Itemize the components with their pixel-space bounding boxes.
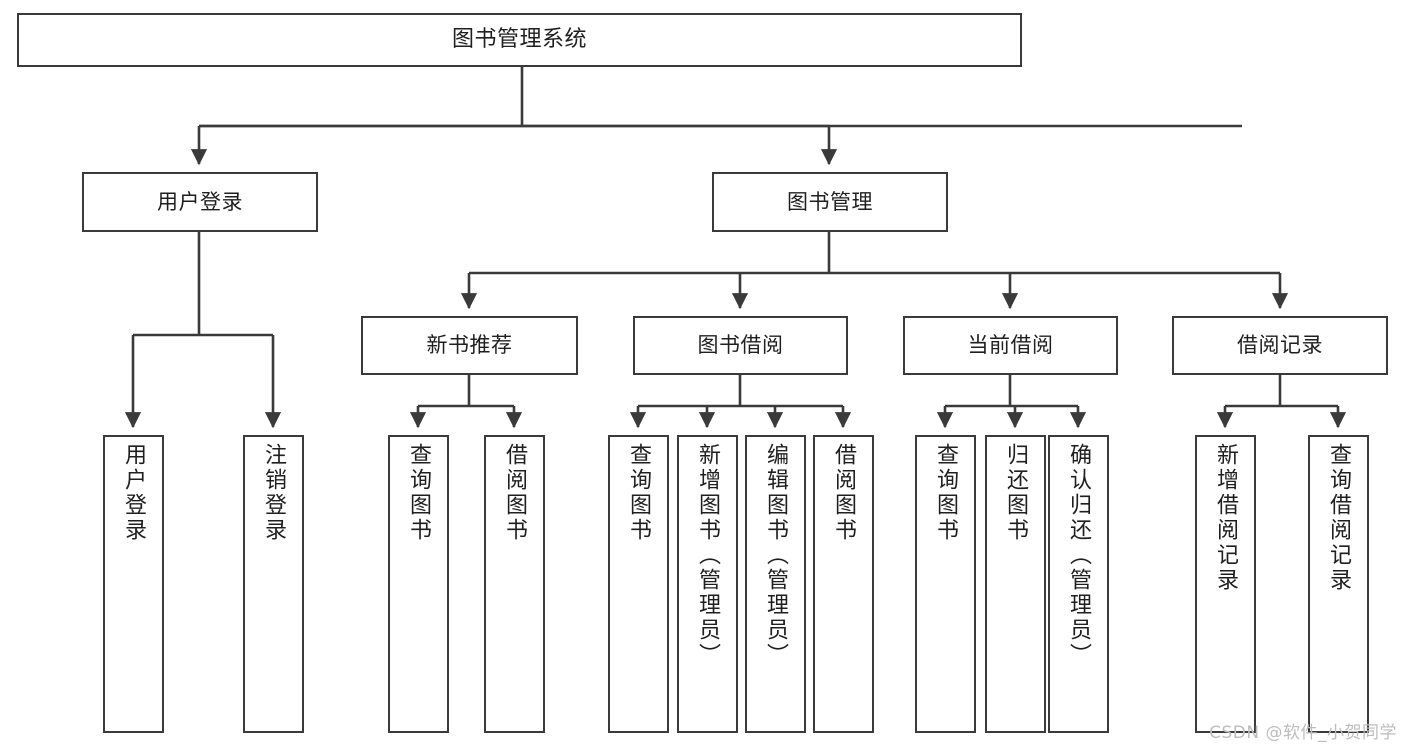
node-label: 查询图书 xyxy=(406,443,432,543)
node-book-borrow[interactable]: 图书借阅 xyxy=(633,316,848,375)
node-label: 注销登录 xyxy=(261,443,287,543)
node-borrow-record[interactable]: 借阅记录 xyxy=(1172,316,1388,375)
node-new-book-recommend[interactable]: 新书推荐 xyxy=(361,316,578,375)
node-leaf-return-book[interactable]: 归还图书 xyxy=(985,435,1046,733)
node-label: 图书管理 xyxy=(787,189,873,214)
node-label: 确认归还（管理员） xyxy=(1066,443,1092,668)
node-label: 新增借阅记录 xyxy=(1213,443,1239,593)
node-label: 编辑图书（管理员） xyxy=(763,443,789,668)
node-label: 新书推荐 xyxy=(426,333,513,358)
node-user-login[interactable]: 用户登录 xyxy=(82,172,318,232)
node-root-system[interactable]: 图书管理系统 xyxy=(17,13,1022,67)
node-label: 新增图书（管理员） xyxy=(695,443,721,668)
node-label: 归还图书 xyxy=(1003,443,1029,543)
node-leaf-edit-book-admin[interactable]: 编辑图书（管理员） xyxy=(745,435,806,733)
node-leaf-logout[interactable]: 注销登录 xyxy=(243,435,304,733)
node-label: 当前借阅 xyxy=(967,333,1054,358)
watermark: CSDN @软件_小贺同学 xyxy=(1209,723,1397,743)
node-label: 图书借阅 xyxy=(697,333,784,358)
node-label: 查询借阅记录 xyxy=(1326,443,1352,593)
node-label: 借阅图书 xyxy=(502,443,528,543)
node-label: 查询图书 xyxy=(626,443,652,543)
node-leaf-query-book-1[interactable]: 查询图书 xyxy=(388,435,449,733)
node-leaf-add-book-admin[interactable]: 新增图书（管理员） xyxy=(677,435,738,733)
node-label: 借阅图书 xyxy=(831,443,857,543)
node-leaf-confirm-return-admin[interactable]: 确认归还（管理员） xyxy=(1048,435,1109,733)
node-label: 用户登录 xyxy=(121,443,147,543)
node-leaf-query-book-3[interactable]: 查询图书 xyxy=(915,435,976,733)
node-current-borrow[interactable]: 当前借阅 xyxy=(903,316,1118,375)
node-label: 查询图书 xyxy=(933,443,959,543)
node-leaf-borrow-book-2[interactable]: 借阅图书 xyxy=(813,435,874,733)
node-leaf-query-borrow-record[interactable]: 查询借阅记录 xyxy=(1308,435,1369,733)
node-label: 图书管理系统 xyxy=(451,27,587,53)
node-label: 用户登录 xyxy=(157,189,243,214)
node-book-manage[interactable]: 图书管理 xyxy=(712,172,948,232)
node-leaf-query-book-2[interactable]: 查询图书 xyxy=(608,435,669,733)
node-leaf-user-login[interactable]: 用户登录 xyxy=(103,435,164,733)
node-leaf-borrow-book-1[interactable]: 借阅图书 xyxy=(484,435,545,733)
node-leaf-add-borrow-record[interactable]: 新增借阅记录 xyxy=(1195,435,1256,733)
node-label: 借阅记录 xyxy=(1237,333,1323,358)
